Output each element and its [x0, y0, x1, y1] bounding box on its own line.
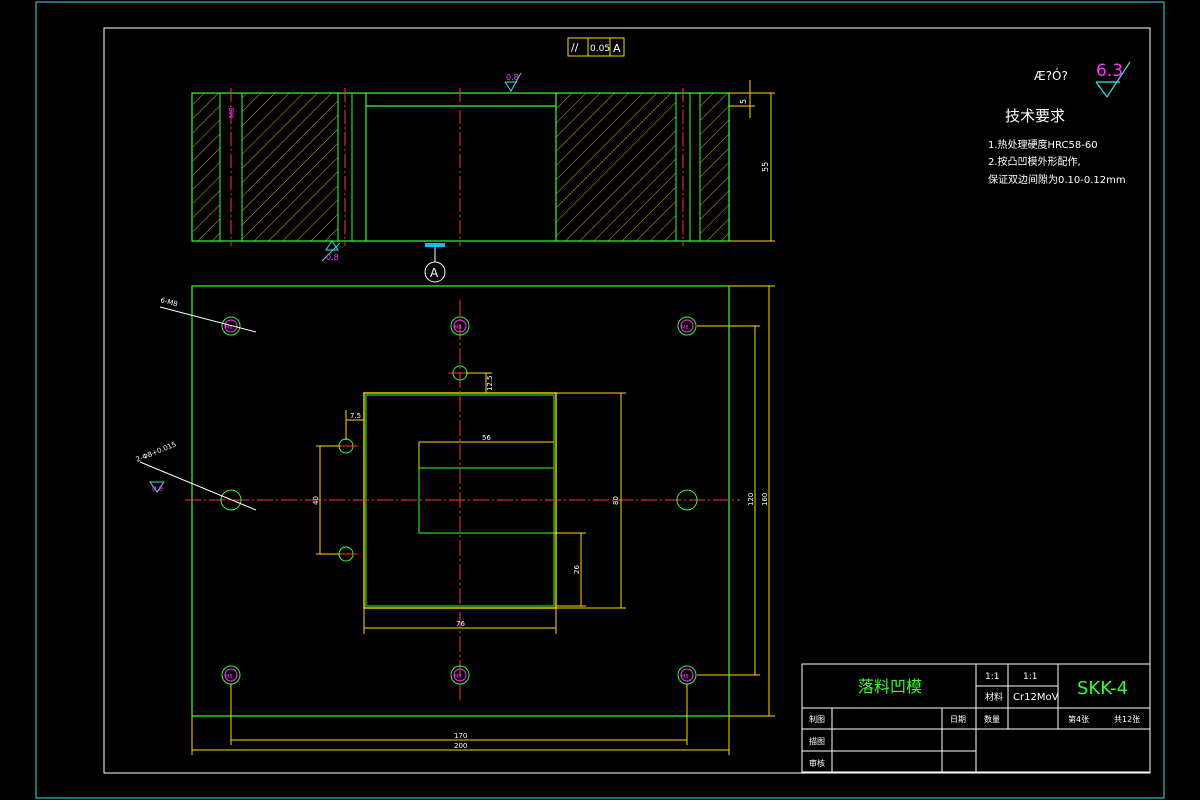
- svg-text:170: 170: [454, 732, 467, 740]
- svg-text:0.8: 0.8: [506, 73, 519, 82]
- leader-thread-holes: 6-M8: [159, 296, 178, 308]
- section-hole-label: M8: [228, 108, 236, 119]
- thread-hole: M8: [677, 665, 697, 685]
- svg-text:M8: M8: [454, 325, 462, 331]
- tolerance-frame: // 0.05 A: [567, 37, 625, 57]
- tech-line-3: 保证双边间隙为0.10-0.12mm: [988, 173, 1126, 186]
- svg-text:描图: 描图: [809, 736, 825, 746]
- datum-circle-symbol: [424, 261, 446, 283]
- dim-top-thickness: 5: [739, 99, 748, 104]
- thread-hole: M8: [450, 316, 470, 336]
- datum-triangle: [425, 243, 445, 247]
- svg-text:M8: M8: [681, 674, 689, 680]
- svg-text:M8: M8: [225, 325, 233, 331]
- thread-hole: M8: [221, 665, 241, 685]
- drawing-number: SKK-4: [1077, 678, 1128, 699]
- surface-roughness-symbol: [504, 72, 522, 92]
- surface-roughness-symbol: [149, 481, 165, 493]
- title-block: 落料凹模 SKK-4 1:1 1:1 材料 Cr12MoV 制图 描图 审核 日…: [801, 663, 1151, 773]
- svg-text:M8: M8: [225, 674, 233, 680]
- tech-title: 技术要求: [1005, 107, 1065, 125]
- svg-text:0.8: 0.8: [152, 485, 163, 493]
- roughness-corner-value: 6.3: [1096, 61, 1123, 81]
- svg-text:1:1: 1:1: [985, 672, 999, 682]
- tolerance-value: 0.05: [590, 44, 610, 54]
- parallelism-symbol: //: [571, 41, 579, 54]
- svg-text:7.5: 7.5: [350, 412, 361, 420]
- svg-text:日期: 日期: [950, 715, 966, 724]
- svg-text:80: 80: [612, 496, 620, 505]
- sheet-total: 共12张: [1114, 715, 1140, 724]
- leader-pin-holes: 2-Φ8+0.015: [135, 440, 178, 463]
- svg-text:200: 200: [454, 742, 467, 750]
- corner-roughness: Æ?Ó? 6.3: [1034, 61, 1131, 99]
- svg-text:审核: 审核: [809, 758, 825, 768]
- svg-text:160: 160: [761, 493, 769, 506]
- tech-line-2: 2.按凸凹模外形配作,: [988, 155, 1081, 168]
- svg-text:76: 76: [456, 620, 465, 628]
- svg-text:制图: 制图: [809, 714, 825, 724]
- svg-text:M8: M8: [681, 325, 689, 331]
- roughness-corner-label: Æ?Ó?: [1034, 68, 1068, 83]
- plan-view: M8 M8 M8 M8 M8 M8 6-M8: [135, 285, 775, 755]
- pin-hole: [676, 489, 698, 511]
- section-view: M8 0.8 0.8 5 55 A: [191, 72, 775, 283]
- svg-text:A: A: [430, 266, 439, 280]
- svg-text:120: 120: [747, 493, 755, 506]
- svg-text:12.5: 12.5: [486, 375, 494, 391]
- thread-hole: M8: [677, 316, 697, 336]
- thread-hole: M8: [221, 316, 241, 336]
- material: Cr12MoV: [1013, 692, 1059, 703]
- tolerance-datum: A: [613, 42, 621, 55]
- svg-text:56: 56: [482, 434, 491, 442]
- svg-text:数量: 数量: [984, 714, 1000, 724]
- svg-text:0.8: 0.8: [326, 253, 339, 262]
- dim-height: 55: [761, 162, 770, 172]
- svg-text:M8: M8: [454, 674, 462, 680]
- die-plate-outline: [191, 285, 730, 717]
- sheet-number: 第4张: [1068, 714, 1089, 724]
- outer-frame: [35, 1, 1165, 799]
- pin-hole: [220, 489, 242, 511]
- drawing-border: [103, 27, 1151, 774]
- svg-text:1:1: 1:1: [1023, 672, 1037, 682]
- part-name: 落料凹模: [858, 677, 922, 696]
- svg-text:26: 26: [573, 565, 581, 574]
- tech-line-1: 1.热处理硬度HRC58-60: [988, 138, 1098, 151]
- tech-requirements: 技术要求 1.热处理硬度HRC58-60 2.按凸凹模外形配作, 保证双边间隙为…: [988, 107, 1126, 186]
- svg-text:材料: 材料: [985, 691, 1003, 703]
- thread-hole: M8: [450, 665, 470, 685]
- svg-text:40: 40: [312, 496, 320, 505]
- surface-roughness-symbol: [325, 240, 339, 251]
- surface-roughness-symbol: [1095, 61, 1131, 99]
